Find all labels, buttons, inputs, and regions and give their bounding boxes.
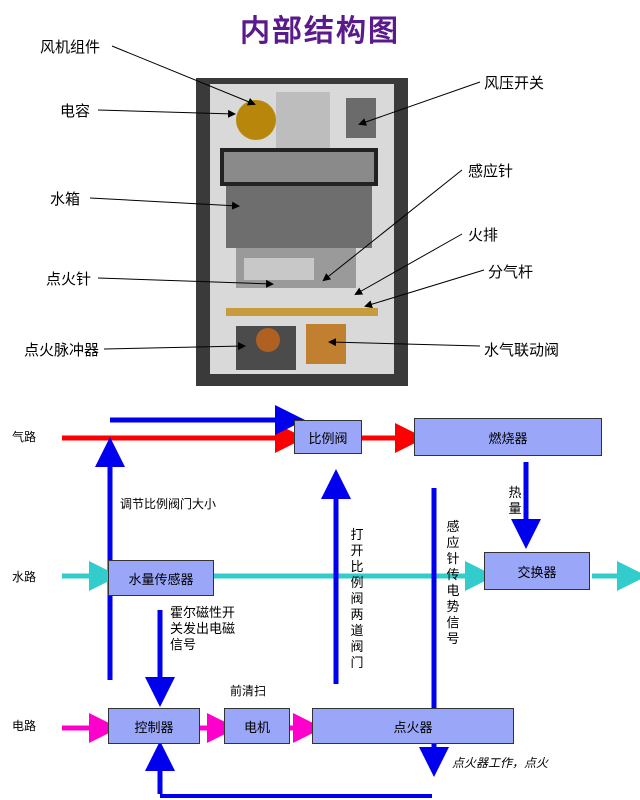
note-hall: 霍尔磁性开关发出电磁信号 [170,606,236,653]
box-motor: 电机 [224,708,290,744]
box-proportional-valve: 比例阀 [294,420,362,454]
box-igniter: 点火器 [312,708,514,744]
leader-ignition [97,277,274,288]
label-fan: 风机组件 [40,38,101,56]
box-burner: 燃烧器 [414,418,602,456]
label-sensor-pin: 感应针 [468,162,514,180]
leader-sensor [322,169,463,282]
label-gas-rod: 分气杆 [488,263,534,281]
row-elec: 电路 [12,719,37,733]
leader-pulse [103,342,246,351]
row-gas: 气路 [12,430,37,444]
note-ignite-work: 点火器工作，点火 [452,756,549,770]
box-exchanger: 交换器 [484,552,590,590]
note-sensor-signal: 感应针传电势信号 [446,520,460,647]
leader-burner-row [354,233,463,295]
heater-internal-photo [196,78,408,386]
label-pulse: 点火脉冲器 [24,341,100,359]
box-water-sensor: 水量传感器 [108,560,214,596]
note-prepurge: 前清扫 [230,684,267,698]
leader-valve [328,338,481,347]
label-ignition-pin: 点火针 [46,270,92,288]
label-pressure-switch: 风压开关 [484,74,545,92]
row-water: 水路 [12,570,37,584]
page-title: 内部结构图 [240,14,400,49]
leader-tank [89,197,240,210]
leader-fan [111,45,256,106]
note-heat: 热量 [508,486,522,517]
label-capacitor: 电容 [60,102,91,120]
label-water-tank: 水箱 [50,190,81,208]
leader-pressure [358,81,481,126]
leader-capacitor [97,109,236,118]
label-burner-row: 火排 [468,226,499,244]
note-open-valve: 打开比例阀两道阀门 [350,528,364,671]
note-adjust: 调节比例阀门大小 [120,497,217,511]
leader-gas-rod [364,269,485,309]
box-controller: 控制器 [108,708,200,744]
label-linked-valve: 水气联动阀 [484,341,560,359]
